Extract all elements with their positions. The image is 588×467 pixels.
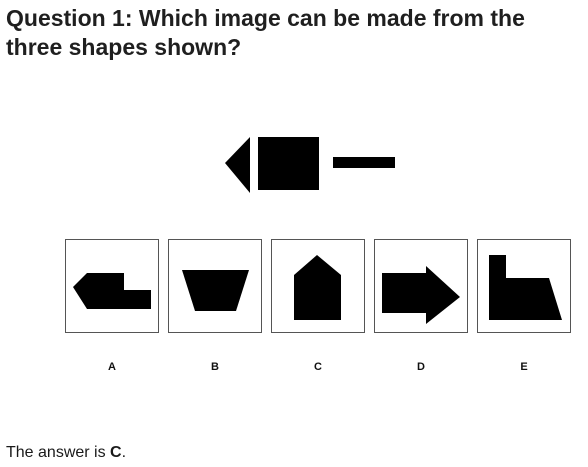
bar-icon — [333, 157, 395, 168]
option-d-label: D — [417, 361, 425, 373]
option-b-box[interactable] — [168, 239, 262, 333]
option-d-box[interactable] — [374, 239, 468, 333]
triangle-icon — [225, 137, 250, 193]
l-shape-icon — [489, 255, 562, 320]
question-title: Question 1: Which image can be made from… — [6, 5, 525, 60]
arrow-right-icon — [382, 266, 460, 324]
answer-value: C — [110, 444, 122, 461]
house-pointed-left-icon — [73, 273, 151, 309]
option-e-box[interactable] — [477, 239, 571, 333]
option-e-label: E — [520, 361, 528, 373]
option-b-label: B — [211, 361, 219, 373]
answer-prefix: The answer is — [6, 444, 111, 461]
given-shapes — [225, 137, 395, 193]
option-c-box[interactable] — [271, 239, 365, 333]
house-pointed-up-icon — [294, 255, 341, 320]
answer-text: The answer is C. — [6, 444, 126, 462]
option-a-box[interactable] — [65, 239, 159, 333]
answer-suffix: . — [121, 444, 127, 461]
square-icon — [258, 137, 319, 190]
option-c-label: C — [314, 361, 322, 373]
trapezoid-icon — [182, 270, 249, 311]
option-a-label: A — [108, 361, 116, 373]
